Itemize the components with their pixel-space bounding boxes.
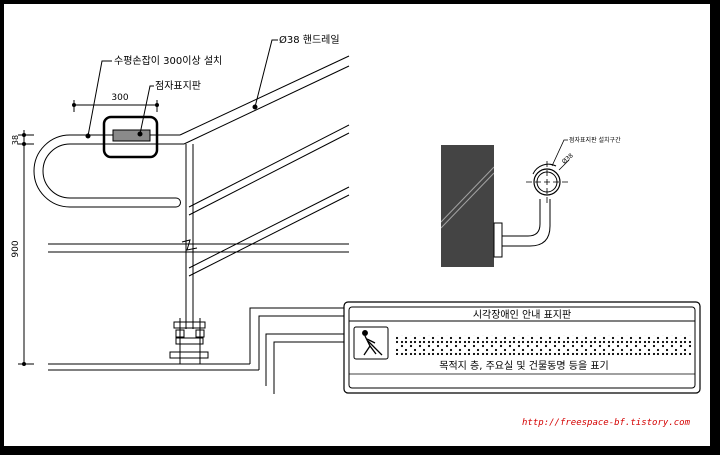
- stair-step-2: [265, 333, 349, 386]
- mid-rail-1a: [188, 124, 350, 208]
- dim-900-label: 900: [11, 240, 21, 257]
- rail-end-bend-inner: [42, 143, 71, 199]
- mid-rail-1b: [188, 132, 350, 216]
- dim-38-label: 38: [11, 135, 20, 145]
- label-plate-area: 점자표지판 설치구간: [569, 136, 621, 144]
- wall-section: [441, 145, 494, 267]
- label-handrail: Ø38 핸드레일: [279, 34, 340, 46]
- braille-plate-marker: [102, 115, 159, 159]
- sign-title: 시각장애인 안내 표지판: [473, 309, 571, 321]
- leaders: [85, 39, 278, 139]
- sign-subtitle: 목적지 층, 주요실 및 건물동명 등을 표기: [439, 360, 608, 372]
- dimension-300: [72, 100, 159, 112]
- mid-rail-2b: [188, 194, 350, 277]
- section-detail: [440, 139, 570, 267]
- rail-section-outer: [533, 168, 561, 196]
- label-braille-plate: 점자표지판: [155, 80, 201, 92]
- rail-end-bend-outer: [33, 134, 71, 208]
- braille-sign: [343, 301, 701, 394]
- dim-300-label: 300: [111, 93, 128, 103]
- source-url[interactable]: http://freespace-bf.tistory.com: [522, 418, 691, 428]
- handrail-slope-top: [179, 55, 350, 136]
- mid-rail-2a: [188, 186, 350, 269]
- bracket-arm-inner: [502, 199, 551, 247]
- braille-dots: [396, 335, 692, 355]
- stair-step-1: [249, 307, 349, 364]
- handrail-drawing: 300 38 900 수평손잡이 300이: [11, 34, 701, 428]
- label-detail-dia: Ø38: [561, 152, 575, 165]
- handrail-slope-bottom: [183, 65, 350, 145]
- dimension-vertical: [18, 130, 34, 366]
- bracket-arm-outer: [502, 199, 541, 237]
- person-figure-icon: [362, 330, 383, 356]
- drawing-canvas: 300 38 900 수평손잡이 300이: [4, 4, 710, 446]
- visually-impaired-person-icon: [353, 326, 389, 360]
- label-horizontal-grip: 수평손잡이 300이상 설치: [114, 55, 222, 67]
- handrail-elevation: [33, 55, 350, 394]
- wall-bracket-plate: [493, 222, 503, 258]
